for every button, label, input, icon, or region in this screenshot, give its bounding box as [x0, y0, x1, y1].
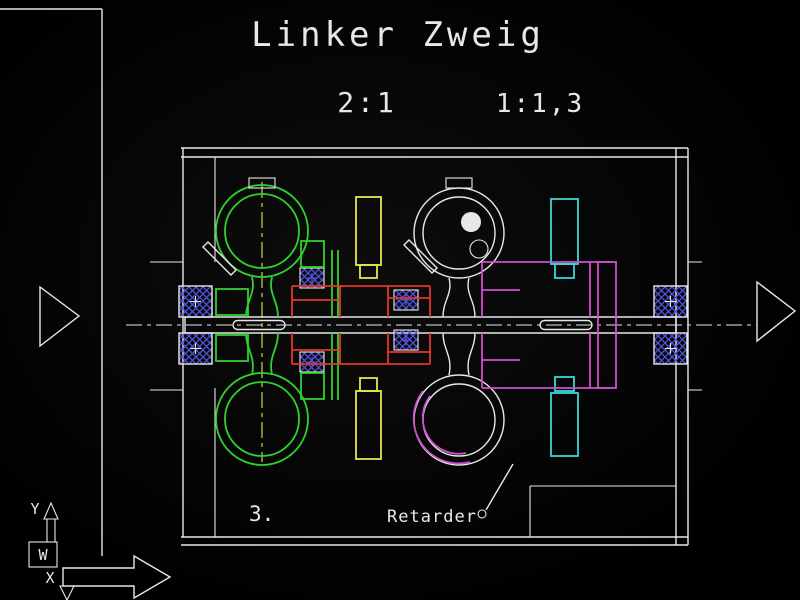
retarder-rotor-arcs	[412, 390, 471, 465]
pins	[202, 239, 438, 276]
gear-yellow-top-step	[359, 264, 378, 279]
retarder-magenta	[412, 261, 617, 465]
housing-circle-outer	[413, 187, 505, 279]
ucs-w-box	[28, 541, 58, 568]
housing-circle-inner	[422, 196, 496, 270]
mount-tab	[445, 177, 473, 189]
ucs-x-arrow	[59, 585, 75, 600]
bearing-small-center-marks	[307, 273, 411, 367]
frame-ticks	[150, 261, 702, 391]
border-frame	[0, 8, 103, 556]
ucs-w-label: W	[38, 546, 48, 564]
section-arrow-bottom	[62, 554, 172, 600]
gear-yellow-bottom	[355, 390, 382, 460]
converter-torus-outer	[215, 372, 309, 466]
housing-white	[248, 177, 505, 466]
ucs-icon: Y W X	[28, 500, 75, 600]
position-number-label: 3.	[249, 502, 274, 526]
ratio-left-label: 2:1	[337, 86, 397, 119]
housing-circle-inner	[422, 383, 496, 457]
retarder-label: Retarder	[387, 507, 477, 527]
frame-inner-walls	[214, 157, 676, 537]
housing-highlight	[461, 212, 481, 232]
housing-detail-circle	[469, 239, 489, 259]
mount-tab	[248, 177, 276, 189]
retarder-band	[481, 261, 612, 389]
retarder-leader	[477, 463, 514, 519]
main-bearings	[178, 285, 688, 365]
clutch-red	[291, 285, 431, 365]
converter-green	[215, 184, 339, 466]
centerlines	[126, 182, 757, 462]
gear-yellow-top	[355, 196, 382, 266]
clutch-outline	[291, 285, 431, 365]
gears-yellow	[355, 196, 382, 460]
leader-line	[485, 463, 514, 511]
keyway-slot-left	[232, 319, 286, 331]
section-arrow-left	[39, 285, 81, 348]
retarder-flange	[597, 261, 617, 389]
drawing-title: Linker Zweig	[251, 15, 545, 55]
gears-cyan	[550, 198, 579, 457]
gear-hub-green	[300, 372, 325, 400]
gear-hub-green	[300, 240, 325, 268]
section-arrow-right	[756, 280, 797, 343]
gear-cyan-bottom	[550, 392, 579, 457]
ucs-y-label: Y	[30, 500, 39, 518]
leader-dot	[477, 509, 487, 519]
ucs-x-label: X	[45, 569, 54, 587]
converter-torus-inner	[224, 381, 300, 457]
converter-torus-inner	[224, 193, 300, 269]
bearing-center-marks	[190, 296, 676, 354]
gear-cyan-top-step	[554, 263, 575, 279]
keyway-slot-right	[539, 319, 593, 331]
gear-cyan-bottom-step	[554, 376, 575, 392]
inner-bearings	[299, 267, 419, 373]
converter-necks	[245, 250, 339, 400]
border-lines	[0, 8, 103, 556]
ratio-right-label: 1:1,3	[496, 89, 584, 119]
gear-cyan-top	[550, 198, 579, 265]
converter-hub	[215, 288, 249, 316]
section-arrows	[39, 280, 797, 600]
converter-torus-outer	[215, 184, 309, 278]
housing-necks	[442, 277, 476, 376]
converter-hub	[215, 334, 249, 362]
ucs-y-arrow	[43, 501, 59, 542]
labels: Linker Zweig 2:1 1:1,3 3. Retarder	[249, 15, 584, 527]
pin-diagonal	[202, 239, 438, 276]
gear-yellow-bottom-step	[359, 377, 378, 392]
